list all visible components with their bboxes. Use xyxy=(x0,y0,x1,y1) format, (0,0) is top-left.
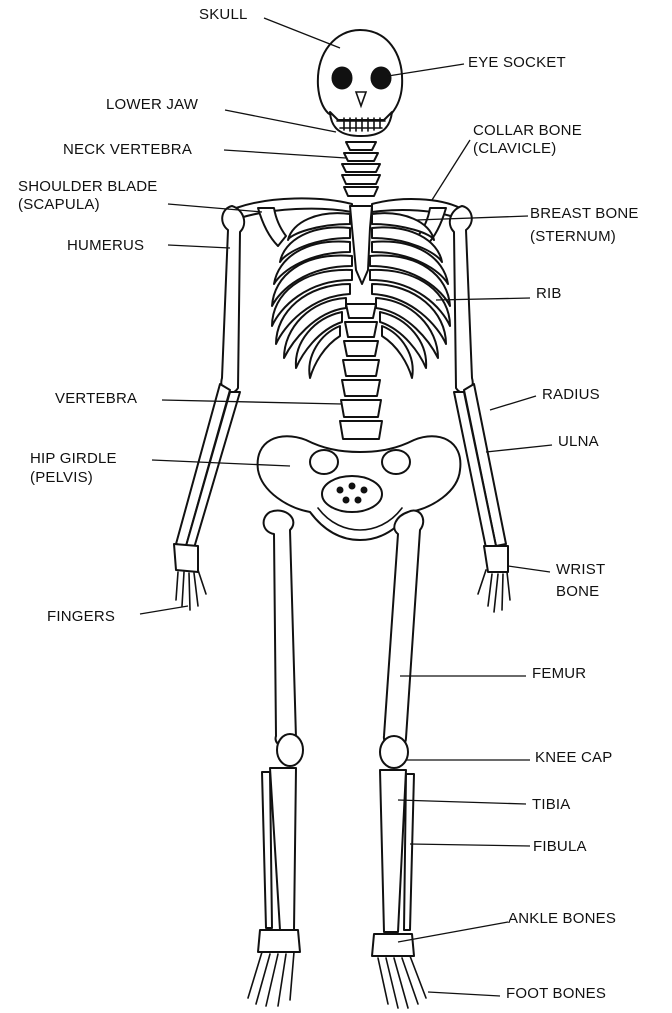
label-radius: RADIUS xyxy=(542,386,600,404)
label-shoulder-blade: SHOULDER BLADE xyxy=(18,178,158,196)
humerus-left xyxy=(221,206,244,393)
label-wrist: WRIST xyxy=(556,561,605,579)
femur-left xyxy=(264,511,296,747)
label-humerus: HUMERUS xyxy=(67,237,144,255)
label-lower-jaw: LOWER JAW xyxy=(106,96,198,114)
label-rib: RIB xyxy=(536,285,562,303)
label-breast-bone-alt: (STERNUM) xyxy=(530,228,616,246)
label-tibia: TIBIA xyxy=(532,796,571,814)
tibia-right xyxy=(380,770,406,932)
fibula-right xyxy=(404,774,414,930)
label-femur: FEMUR xyxy=(532,665,586,683)
label-vertebra: VERTEBRA xyxy=(55,390,137,408)
fibula-left xyxy=(262,772,272,928)
right-arm xyxy=(450,206,510,612)
left-leg xyxy=(248,511,303,1006)
label-neck-vertebra: NECK VERTEBRA xyxy=(63,141,192,159)
label-fibula: FIBULA xyxy=(533,838,587,856)
scapula-left xyxy=(258,208,286,246)
label-foot-bones: FOOT BONES xyxy=(506,985,606,1003)
label-wrist-bone: BONE xyxy=(556,583,599,601)
sternum xyxy=(350,206,372,284)
right-leg xyxy=(372,511,426,1008)
label-collar-bone: COLLAR BONE xyxy=(473,122,582,140)
tibia-left xyxy=(270,768,296,930)
femur-right xyxy=(384,511,423,747)
label-collar-bone-alt: (CLAVICLE) xyxy=(473,140,556,158)
eye-socket-right xyxy=(371,67,391,89)
label-ulna: ULNA xyxy=(558,433,599,451)
left-arm xyxy=(174,206,244,610)
label-shoulder-blade-alt: (SCAPULA) xyxy=(18,196,100,214)
label-fingers: FINGERS xyxy=(47,608,115,626)
label-ankle-bones: ANKLE BONES xyxy=(508,910,616,928)
label-eye-socket: EYE SOCKET xyxy=(468,54,566,72)
eye-socket-left xyxy=(332,67,352,89)
label-skull: SKULL xyxy=(199,6,248,24)
label-knee-cap: KNEE CAP xyxy=(535,749,612,767)
label-hip-girdle: HIP GIRDLE xyxy=(30,450,117,468)
label-breast-bone: BREAST BONE xyxy=(530,205,639,223)
skull xyxy=(318,30,402,136)
label-hip-girdle-alt: (PELVIS) xyxy=(30,469,93,487)
